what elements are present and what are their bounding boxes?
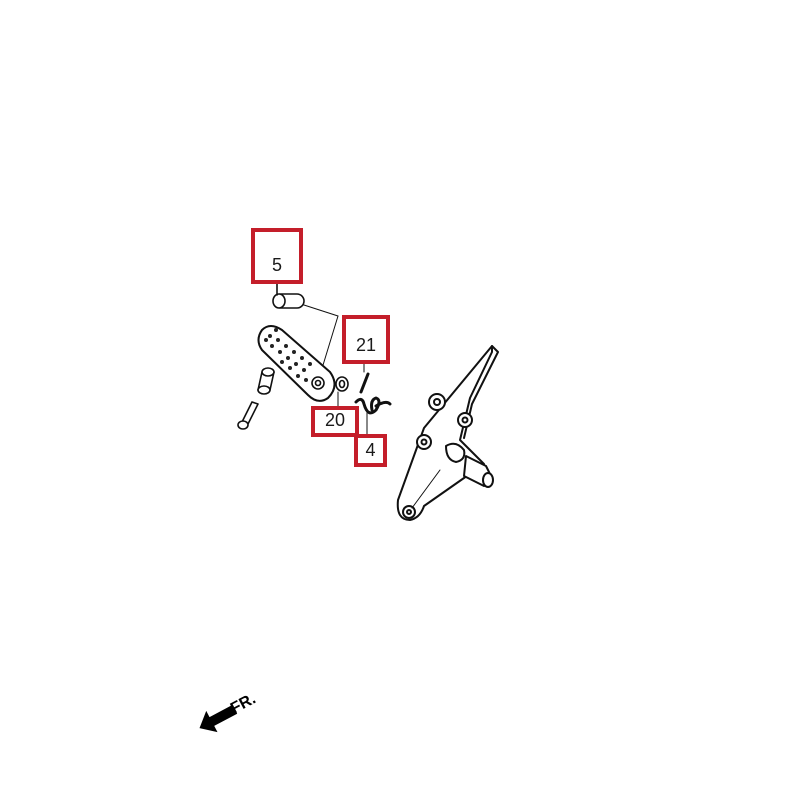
collar-part [257, 367, 275, 395]
callout-label: 21 [355, 335, 377, 355]
cotter-pin-part [359, 372, 370, 394]
callout-label: 4 [365, 440, 376, 460]
callout-20[interactable]: 20 [311, 406, 359, 437]
callout-4[interactable]: 4 [354, 434, 387, 467]
callout-5[interactable]: 5 [251, 228, 303, 284]
return-spring-part [354, 396, 392, 415]
footpeg-part [257, 325, 336, 402]
arrow-front-icon [199, 704, 238, 733]
step-bracket-part [396, 345, 499, 521]
front-direction-marker: FR. [196, 684, 266, 739]
washer-part [335, 376, 349, 392]
callout-label: 5 [271, 255, 282, 275]
bolt-part [237, 401, 259, 430]
callout-label: 20 [324, 410, 346, 430]
callout-21[interactable]: 21 [342, 315, 390, 364]
pivot-pin-part [272, 293, 305, 309]
